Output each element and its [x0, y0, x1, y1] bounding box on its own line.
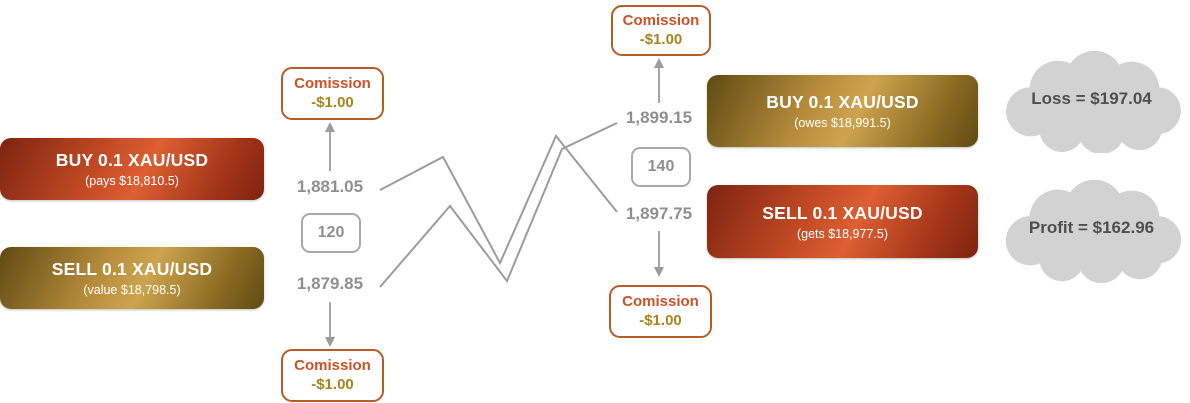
close-buy-title: BUY 0.1 XAU/USD — [766, 92, 919, 112]
close-spread-box: 140 — [631, 147, 691, 187]
commission-label: Comission — [294, 356, 371, 374]
cloud-shape — [1005, 179, 1182, 284]
open-buy-box: BUY 0.1 XAU/USD (pays $18,810.5) — [0, 138, 264, 200]
cloud-shape — [1006, 50, 1181, 153]
close-sell-title: SELL 0.1 XAU/USD — [762, 202, 923, 223]
commission-amount: -$1.00 — [311, 93, 354, 111]
commission-label: Comission — [622, 11, 700, 29]
commission-label: Comission — [294, 74, 371, 92]
open-commission-top-badge: Comission -$1.00 — [281, 67, 384, 120]
open-buy-title: BUY 0.1 XAU/USD — [55, 150, 209, 170]
close-bid-price: 1,897.75 — [625, 204, 693, 223]
loss-cloud: Loss = $197.04 — [993, 45, 1190, 153]
loss-text: Loss = $197.04 — [1031, 89, 1152, 108]
open-spread-box: 120 — [301, 213, 361, 253]
bid-price-path — [379, 122, 618, 288]
open-sell-subtitle: (value $18,798.5) — [83, 283, 181, 297]
open-bid-price: 1,879.85 — [296, 274, 364, 293]
profit-cloud: Profit = $162.96 — [993, 172, 1190, 284]
commission-amount: -$1.00 — [311, 375, 354, 393]
close-sell-box: SELL 0.1 XAU/USD (gets $18,977.5) — [707, 185, 978, 258]
arrow-up-left-icon — [325, 122, 335, 171]
profit-text: Profit = $162.96 — [1028, 218, 1155, 237]
open-commission-bottom-badge: Comission -$1.00 — [281, 349, 384, 402]
close-buy-subtitle: (owes $18,991.5) — [794, 116, 891, 130]
ask-price-path — [379, 134, 618, 266]
arrow-down-right-icon — [654, 231, 664, 277]
close-sell-subtitle: (gets $18,977.5) — [796, 226, 889, 241]
commission-amount: -$1.00 — [639, 311, 682, 329]
open-sell-title: SELL 0.1 XAU/USD — [51, 259, 213, 279]
open-buy-subtitle: (pays $18,810.5) — [85, 174, 179, 188]
close-ask-price: 1,899.15 — [625, 108, 693, 127]
close-commission-top-badge: Comission -$1.00 — [611, 5, 711, 56]
close-commission-bottom-badge: Comission -$1.00 — [609, 285, 712, 338]
commission-label: Comission — [622, 292, 699, 310]
open-ask-price: 1,881.05 — [296, 177, 364, 196]
open-sell-box: SELL 0.1 XAU/USD (value $18,798.5) — [0, 247, 264, 309]
commission-amount: -$1.00 — [639, 30, 683, 48]
close-buy-box: BUY 0.1 XAU/USD (owes $18,991.5) — [707, 75, 978, 147]
arrow-up-right-icon — [654, 58, 664, 103]
arrow-down-left-icon — [325, 302, 335, 347]
